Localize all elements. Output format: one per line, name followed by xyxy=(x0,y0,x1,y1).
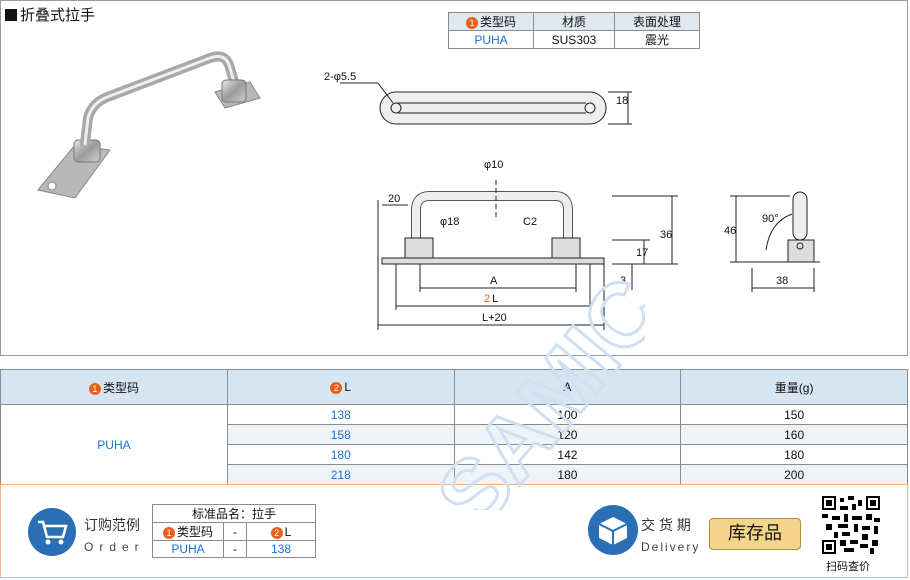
stock-badge[interactable]: 库存品 xyxy=(709,518,801,550)
table-row: 158 120 160 xyxy=(1,424,908,445)
l-cell[interactable]: 180 xyxy=(226,444,455,465)
cart-icon xyxy=(28,508,76,556)
title-square-icon xyxy=(5,9,17,21)
dim-phi18: φ18 xyxy=(440,216,459,228)
dim-36: 36 xyxy=(660,229,672,241)
std-title: 标准品名：拉手 xyxy=(152,504,316,523)
order-v1: PUHA xyxy=(152,540,224,558)
product-panel xyxy=(0,0,908,356)
l-cell[interactable]: 138 xyxy=(226,404,455,425)
handle-photo xyxy=(37,51,261,199)
dim-phi10: φ10 xyxy=(484,159,503,171)
delivery-heading: 交 货 期 Delivery xyxy=(641,517,701,554)
box-icon xyxy=(588,505,638,555)
a-cell: 120 xyxy=(453,424,682,445)
weight-cell: 150 xyxy=(680,404,908,425)
dim-angle: 90° xyxy=(762,213,779,225)
dim-a: A xyxy=(490,275,498,287)
dim-17: 17 xyxy=(636,247,648,259)
table-row: 218 180 200 xyxy=(1,464,908,485)
weight-cell: 200 xyxy=(680,464,908,485)
badge-2: 2 xyxy=(270,526,283,539)
a-cell: 142 xyxy=(453,444,682,465)
hole-label: 2-φ5.5 xyxy=(324,71,356,83)
a-cell: 180 xyxy=(453,464,682,485)
dim-3: 3 xyxy=(620,275,626,287)
dim-20: 20 xyxy=(388,193,400,205)
qr-code-icon[interactable] xyxy=(822,496,880,554)
dim-18: 18 xyxy=(616,95,628,107)
order-heading: 订购范例 Order xyxy=(84,517,145,554)
badge-1: 1 xyxy=(88,382,101,395)
dim-38: 38 xyxy=(776,275,788,287)
table-row: PUHA 138 100 150 xyxy=(0,404,908,485)
badge-1: 1 xyxy=(465,17,478,29)
order-v2: 138 xyxy=(246,540,316,558)
col-weight: 重量(g) xyxy=(680,369,908,405)
spec-header-material: 材质 xyxy=(533,12,615,31)
page-title: 折叠式拉手 xyxy=(5,4,95,25)
l-cell[interactable]: 158 xyxy=(226,424,455,445)
badge-2: 2 xyxy=(330,382,343,394)
weight-cell: 180 xyxy=(680,444,908,465)
order-dash: - xyxy=(223,522,247,541)
dim-46: 46 xyxy=(724,225,736,237)
col-a: A xyxy=(453,369,682,405)
order-dash: - xyxy=(223,540,247,558)
dim-l20: L+20 xyxy=(482,312,507,324)
weight-cell: 160 xyxy=(680,424,908,445)
order-panel xyxy=(0,484,908,578)
qr-label: 扫码查价 xyxy=(826,561,870,573)
spec-material-value: SUS303 xyxy=(533,30,615,49)
l-cell[interactable]: 218 xyxy=(226,464,455,485)
badge-1: 1 xyxy=(162,527,175,539)
a-cell: 100 xyxy=(453,404,682,425)
type-code-cell[interactable]: PUHA xyxy=(0,404,228,485)
table-row: 180 142 180 xyxy=(1,444,908,465)
dim-c2: C2 xyxy=(523,216,537,228)
spec-surface-value: 震光 xyxy=(614,30,700,49)
